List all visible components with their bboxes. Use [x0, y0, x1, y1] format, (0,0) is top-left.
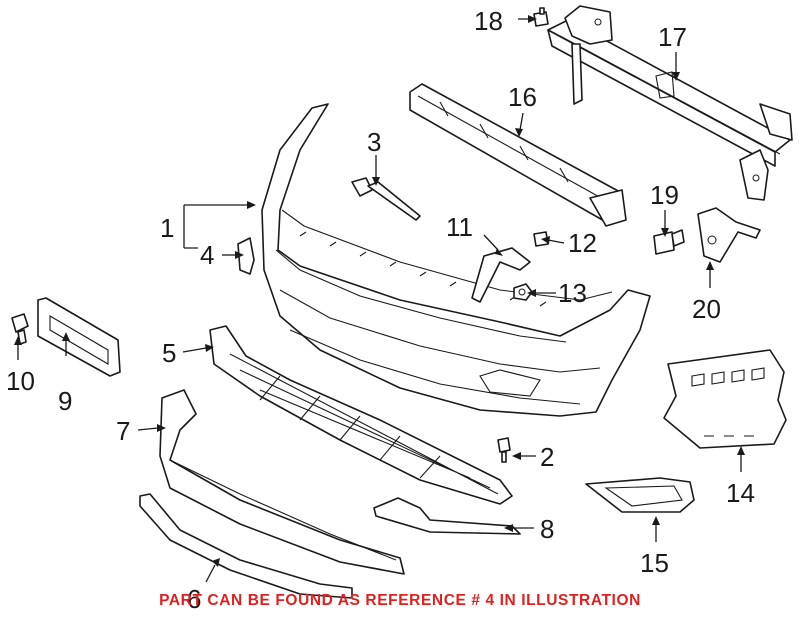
callout-2: 2: [540, 442, 554, 472]
callout-1: 1: [160, 213, 174, 243]
callout-9: 9: [58, 386, 72, 416]
callout-19: 19: [650, 180, 679, 210]
callout-16: 16: [508, 82, 537, 112]
leader-lines: [17, 18, 742, 583]
callout-15: 15: [640, 548, 669, 578]
callout-7: 7: [116, 416, 130, 446]
part-11-mount-bracket: [471, 247, 531, 303]
callout-13: 13: [558, 278, 587, 308]
part-4-side-bracket: [237, 237, 255, 275]
callout-4: 4: [200, 240, 214, 270]
part-7-lower-trim: [159, 389, 405, 575]
callout-5: 5: [162, 338, 176, 368]
part-9-plate-bracket: [37, 297, 121, 377]
callout-3: 3: [367, 127, 381, 157]
part-16-energy-absorber: [409, 83, 627, 227]
callout-labels: 1 2 3 4 5 6 7 8 9 10 11 12 13 14 15 16 1…: [6, 6, 755, 614]
part-5-lower-grille: [209, 325, 513, 505]
part-17-reinforcement-bar: [547, 5, 793, 201]
callout-10: 10: [6, 366, 35, 396]
part-19-sensor: [653, 229, 685, 255]
reference-note: PART CAN BE FOUND AS REFERENCE # 4 IN IL…: [159, 592, 641, 609]
callout-8: 8: [540, 514, 554, 544]
part-13-nut: [513, 283, 533, 301]
callout-20: 20: [692, 294, 721, 324]
part-18-bolt: [533, 7, 549, 27]
part-1-bumper-cover: [261, 103, 651, 417]
part-10-fastener: [11, 313, 29, 345]
part-3-push-clip: [351, 177, 421, 221]
leader-arrowheads: [14, 15, 745, 567]
part-20-bracket: [697, 207, 761, 263]
callout-18: 18: [474, 6, 503, 36]
callout-17: 17: [658, 22, 687, 52]
callout-14: 14: [726, 478, 755, 508]
part-6-spoiler-strip: [139, 493, 353, 599]
callout-11: 11: [446, 212, 473, 242]
part-15-fog-cover: [585, 477, 695, 513]
callout-6: 6: [187, 584, 201, 614]
part-2-screw: [497, 437, 511, 463]
callout-12: 12: [568, 228, 597, 258]
part-14-side-duct: [663, 349, 787, 449]
